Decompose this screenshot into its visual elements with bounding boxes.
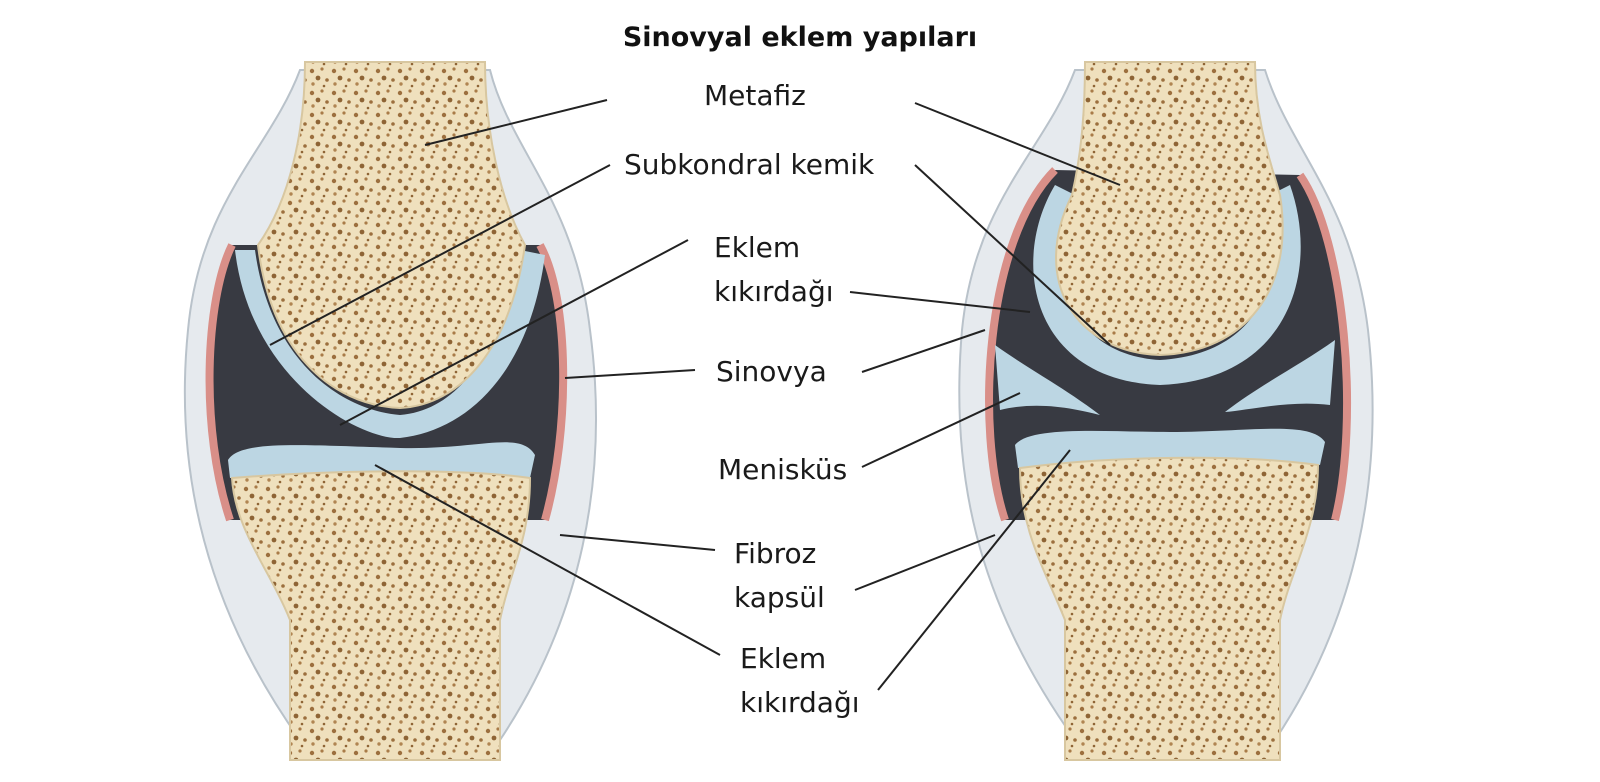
leader-lines — [269, 99, 1121, 691]
right-joint — [958, 61, 1374, 761]
label-line: kıkırdağı — [740, 686, 860, 719]
leader-subkondral-left — [269, 164, 611, 346]
lower-bone — [1018, 456, 1320, 761]
leader-cartilage-upper-left — [339, 239, 689, 426]
diagram-title: Sinovyal eklem yapıları — [622, 22, 978, 53]
label-line: kapsül — [734, 581, 825, 614]
label-metafiz: Metafiz — [704, 79, 806, 112]
synovium — [1296, 172, 1351, 521]
leader-sinovya-left — [564, 369, 696, 379]
lower-bone — [230, 470, 532, 761]
leader-fibroz-left — [559, 534, 716, 551]
meniscus-right — [1225, 340, 1335, 412]
label-fibroz-kapsul: Fibroz kapsül — [734, 532, 825, 620]
leader-cartilage-lower-right — [877, 449, 1071, 691]
leader-metafiz-left — [424, 99, 608, 146]
label-eklem-kikirdagi-lower: Eklem kıkırdağı — [740, 637, 860, 725]
leader-metafiz-right — [914, 102, 1121, 186]
leader-meniskus — [861, 392, 1021, 468]
upper-bone — [256, 61, 527, 410]
leader-sinovya-right — [861, 329, 986, 373]
upper-bone — [1055, 61, 1284, 357]
label-line: Fibroz — [734, 537, 817, 570]
lower-cartilage — [228, 442, 535, 478]
leader-cartilage-upper-right — [849, 291, 1031, 313]
synovium — [205, 243, 236, 522]
label-eklem-kikirdagi-upper: Eklem kıkırdağı — [714, 226, 834, 314]
upper-cartilage — [235, 250, 545, 439]
label-subkondral-kemik: Subkondral kemik — [624, 148, 875, 181]
meniscus-left — [995, 345, 1100, 415]
label-meniskus: Menisküs — [718, 453, 848, 486]
label-sinovya: Sinovya — [716, 355, 827, 388]
synovium — [536, 243, 568, 522]
leader-subkondral-right — [914, 164, 1111, 346]
leader-cartilage-lower-left — [374, 464, 721, 656]
label-line: kıkırdağı — [714, 275, 834, 308]
synovium — [985, 167, 1058, 522]
label-line: Eklem — [714, 231, 801, 264]
left-joint — [183, 61, 597, 761]
leader-fibroz-right — [854, 534, 996, 591]
label-line: Eklem — [740, 642, 827, 675]
